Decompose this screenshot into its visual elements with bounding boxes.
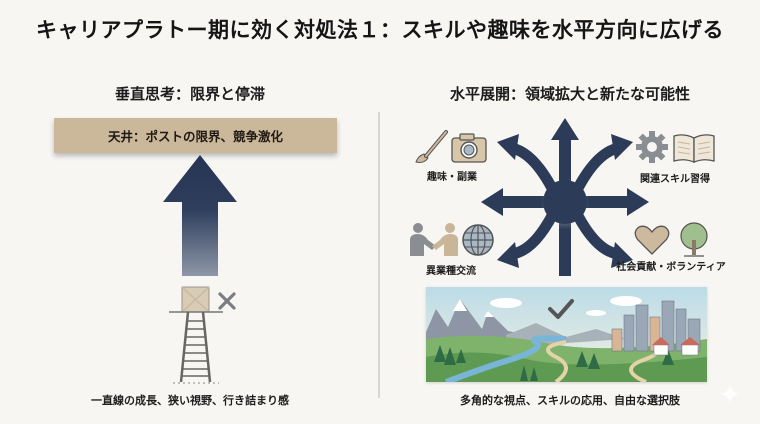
- sparkle-icon: [720, 384, 740, 404]
- checkmark-icon: [548, 299, 574, 319]
- up-arrow-icon: [163, 155, 237, 276]
- tree-icon: [680, 222, 708, 257]
- globe-icon: [462, 224, 494, 256]
- panel-divider: [378, 112, 380, 398]
- x-mark-icon: [218, 292, 236, 310]
- node-cross-industry: 異業種交流: [408, 222, 494, 277]
- gear-icon: [636, 131, 668, 163]
- camera-icon: [451, 133, 487, 163]
- ceiling-box: 天井：ポストの限界、競争激化: [54, 118, 337, 153]
- horizontal-expansion-heading: 水平展開：領域拡大と新たな可能性: [449, 85, 690, 103]
- ladder-icon: [169, 286, 223, 384]
- node-social-contribution: 社会貢献・ボランティア: [606, 222, 736, 273]
- landscape-illustration: [426, 287, 707, 382]
- node-hobby-side-job: 趣味・副業: [412, 128, 492, 183]
- ceiling-label: 天井：ポストの限界、競争激化: [107, 129, 283, 144]
- handshake-icon: [410, 223, 458, 256]
- slide-title: キャリアプラトー期に効く対処法１：スキルや趣味を水平方向に広げる: [36, 18, 724, 42]
- open-book-icon: [673, 134, 715, 163]
- vertical-thinking-heading: 垂直思考：限界と停滞: [114, 85, 265, 103]
- node-label-cross-industry: 異業種交流: [426, 266, 476, 277]
- vertical-caption: 一直線の成長、狭い視野、行き詰まり感: [91, 394, 289, 407]
- node-label-hobby: 趣味・副業: [427, 172, 477, 183]
- horizontal-caption: 多角的な視点、スキルの応用、自由な選択肢: [460, 394, 680, 407]
- node-label-skills: 関連スキル習得: [640, 174, 710, 185]
- radiating-arrows-icon: [481, 118, 649, 276]
- node-related-skills: 関連スキル習得: [630, 130, 720, 185]
- paintbrush-icon: [415, 130, 448, 163]
- heart-icon: [634, 225, 670, 255]
- node-label-social: 社会貢献・ボランティア: [616, 262, 726, 273]
